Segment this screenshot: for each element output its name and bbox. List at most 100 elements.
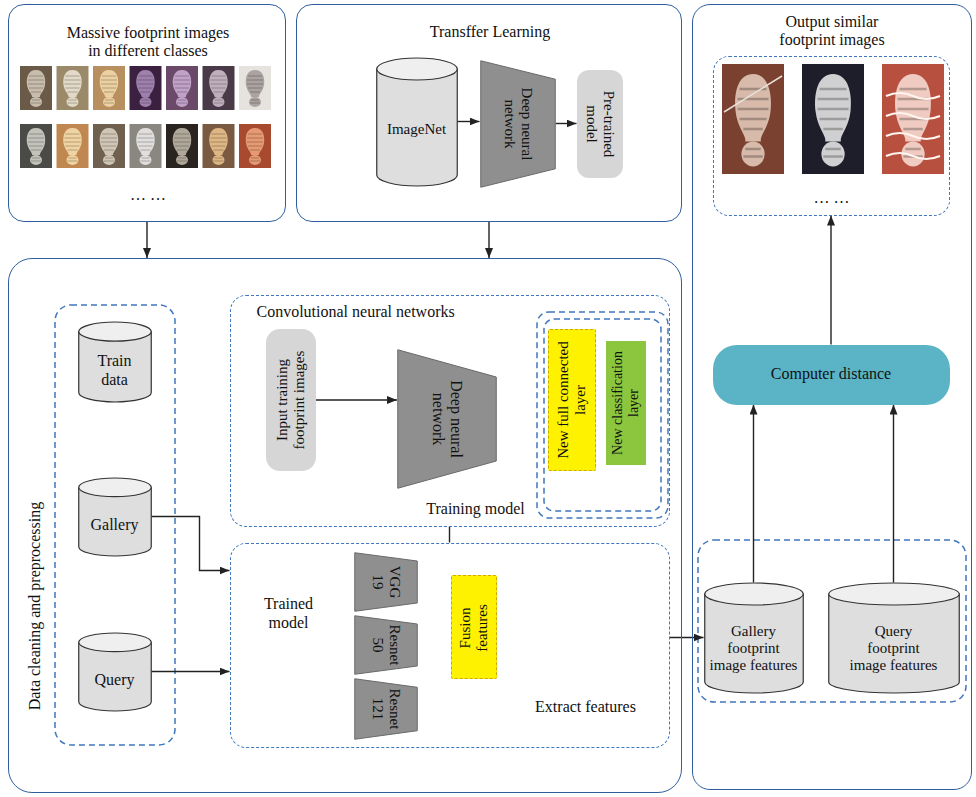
node-label: Transffer Learning — [430, 23, 550, 41]
cylinder-body — [376, 69, 457, 186]
shoe-sole-print — [209, 128, 227, 165]
cylinder-top — [78, 633, 151, 652]
footprint-photo — [802, 64, 864, 174]
arrow-connector — [316, 399, 397, 400]
footprint-photo — [130, 124, 162, 168]
text-holder: Query footprint image features — [849, 609, 939, 689]
shoe-sole-print — [246, 70, 264, 107]
node-label: Extract features — [535, 698, 636, 716]
footprint-photo — [239, 124, 271, 168]
fc-layer-box: New full connected layer — [548, 329, 596, 471]
cylinder-body — [78, 642, 151, 711]
footprint-photo — [57, 124, 89, 168]
node-label: Massive footprint images in different cl… — [63, 24, 233, 61]
output-images-group: … … — [713, 56, 950, 216]
shoe-sole-print — [735, 74, 771, 167]
network-trapezoid: Deep neural network — [480, 60, 556, 188]
shoe-sole-print — [27, 70, 45, 107]
shoe-sole-print — [209, 70, 227, 107]
arrow-connector — [152, 517, 230, 571]
node-label: Gallery — [91, 516, 139, 534]
arrow-connector — [152, 671, 230, 672]
text-holder: Resnet 50 — [364, 622, 408, 668]
database-cylinder: Query — [78, 633, 152, 711]
node-label: Gallery footprint image features — [708, 623, 800, 675]
text-holder: Input training footprint images — [269, 333, 313, 467]
cnn-training-group: Convolutional neural networksTraining mo… — [230, 295, 670, 527]
network-trapezoid: Resnet 50 — [354, 615, 418, 675]
database-cylinder: Gallery — [78, 478, 152, 556]
text-holder: Computer distance — [719, 351, 944, 399]
cylinder-top — [78, 478, 151, 497]
text-holder: Output similar footprint images — [767, 9, 897, 53]
footprint-photo — [722, 64, 784, 174]
arrow-connector — [146, 222, 147, 258]
text-holder: … … — [792, 187, 872, 211]
node-label: Computer distance — [771, 365, 891, 383]
node-label: Training model — [426, 500, 525, 518]
node-label: Data cleaning and preprocessing — [26, 502, 44, 710]
footprint-photo — [57, 66, 89, 110]
dataset-group-outline — [55, 305, 175, 745]
text-holder: Training model — [416, 498, 536, 522]
trapezoid-outline — [355, 553, 418, 612]
node-label: Query — [95, 671, 135, 689]
shoe-sole-print — [815, 74, 851, 167]
footprint-photo — [166, 66, 198, 110]
node-label: VGG 19 — [369, 562, 404, 602]
footprint-photo — [130, 66, 162, 110]
input-box: Input training footprint images — [266, 329, 316, 471]
network-trapezoid: VGG 19 — [354, 552, 418, 612]
arrow-connector — [830, 216, 831, 345]
classification-layer-box: New classification layer — [606, 341, 646, 465]
node-label: Trained model — [249, 595, 329, 632]
cylinder-top — [828, 583, 959, 605]
cylinder-top — [78, 322, 151, 341]
footprint-photo — [203, 66, 235, 110]
text-holder: New full connected layer — [551, 334, 593, 466]
text-holder: VGG 19 — [366, 562, 406, 602]
feature-cylinder: Gallery footprint image features — [704, 583, 804, 693]
network-trapezoid: Resnet 121 — [354, 678, 418, 740]
cylinder-body — [78, 331, 151, 401]
model-box: Pre-trained model — [577, 70, 623, 178]
node-label: Pre-trained model — [582, 74, 617, 174]
arrow-connector — [488, 222, 489, 258]
node-label: ImageNet — [387, 121, 446, 138]
photo-scratch — [724, 76, 782, 112]
cylinder-body — [78, 487, 151, 556]
shoe-sole-print — [63, 128, 81, 165]
cylinder-top — [704, 583, 803, 605]
new-layers-inner-outline — [544, 319, 661, 511]
output-panel: Output similar footprint images … … Comput… — [692, 4, 972, 790]
arrow-connector — [670, 637, 704, 638]
footprint-photo — [882, 64, 944, 174]
shoe-sole-print — [27, 128, 45, 165]
footprint-photo — [166, 124, 198, 168]
database-cylinder: Train data — [78, 322, 152, 402]
preprocessing-panel: Data cleaning and preprocessing Train dat… — [8, 258, 682, 793]
cylinder-body — [704, 594, 803, 693]
fusion-features-box: Fusion features — [451, 575, 497, 679]
node-label: Query footprint image features — [849, 623, 939, 675]
node-label: Resnet 121 — [369, 686, 404, 732]
shoe-sole-print — [173, 70, 191, 107]
text-holder: Resnet 121 — [364, 686, 408, 732]
text-holder: Gallery — [82, 500, 148, 552]
footprint-photo — [20, 124, 52, 168]
transfer-learning-panel: Transffer LearningImageNet Deep neural ne… — [296, 4, 682, 222]
text-holder: Train data — [88, 344, 142, 398]
arrow-connector — [449, 527, 450, 543]
trapezoid-outline — [480, 60, 555, 187]
node-label: Input training footprint images — [274, 333, 309, 467]
arrow-connector — [893, 405, 894, 583]
text-holder: Extract features — [519, 696, 653, 720]
text-holder: Trained model — [249, 590, 329, 638]
arrow-connector — [753, 405, 754, 583]
trained-model-group: Trained modelExtract features VGG 19 Resne… — [230, 543, 670, 748]
shoe-sole-print — [136, 128, 154, 165]
node-label: New full connected layer — [555, 334, 590, 466]
footprint-photo — [203, 124, 235, 168]
shoe-sole-print — [100, 128, 118, 165]
node-label: Deep neural network — [429, 365, 466, 473]
